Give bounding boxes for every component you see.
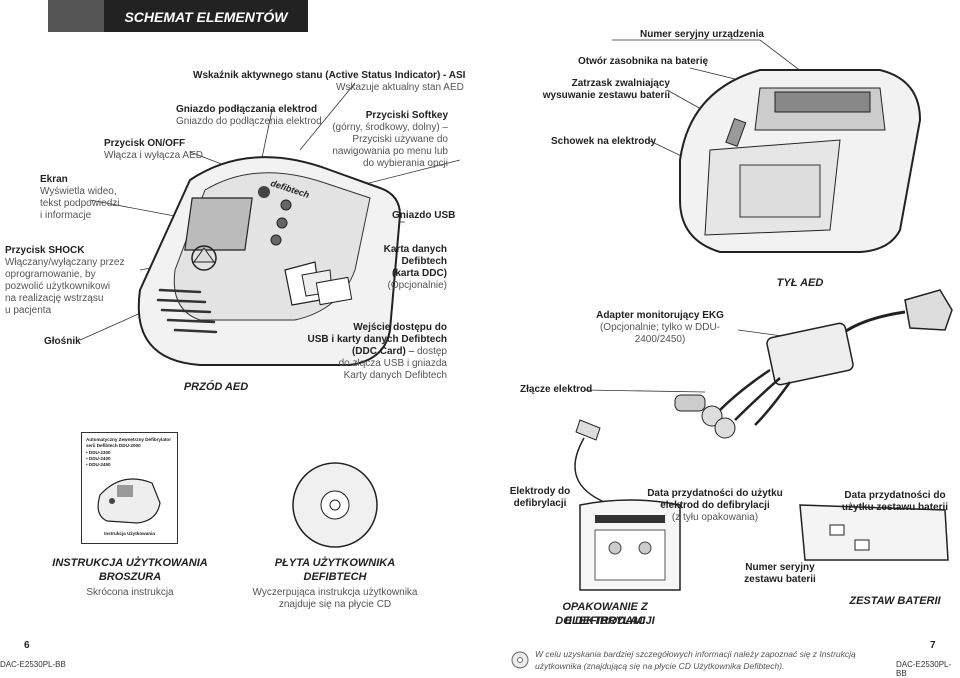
front-caption: PRZÓD AED xyxy=(183,381,249,393)
page-number-left: 6 xyxy=(24,640,30,651)
shock-title: Przycisk SHOCK xyxy=(5,245,85,256)
shock-desc-5: u pacjenta xyxy=(5,305,52,316)
cd-desc-1: Wyczerpująca instrukcja użytkownika xyxy=(252,587,418,598)
port-desc-2: do złącza USB i gniazda xyxy=(338,358,447,369)
ekg-desc: (Opcjonalnie; tylko w DDU-2400/2450) xyxy=(599,322,721,345)
page-number-right: 7 xyxy=(930,640,936,651)
front-aed-drawing xyxy=(137,156,402,366)
port-title-3: (DDC Card) xyxy=(351,346,406,357)
usb-label: Gniazdo USB xyxy=(392,210,456,221)
serial-number-label: Numer seryjny urządzenia xyxy=(640,29,764,40)
latch-label-2: wysuwanie zestawu baterii xyxy=(542,90,670,101)
electrode-socket-title: Gniazdo podłączania elektrod xyxy=(176,104,318,115)
battery-serial-1: Numer seryjny xyxy=(745,562,815,573)
port-title-1: Wejście dostępu do xyxy=(353,322,447,333)
cd-desc-2: znajduje się na płycie CD xyxy=(278,599,392,610)
cd-drawing xyxy=(292,462,378,548)
ekg-title: Adapter monitorujący EKG xyxy=(596,310,724,321)
battery-serial-2: zestawu baterii xyxy=(744,574,816,585)
connector-label: Złącze elektrod xyxy=(520,384,593,395)
manual-booklet: Automatyczny Zewnętrzny Defibrylator ser… xyxy=(81,432,178,544)
back-aed-drawing xyxy=(679,69,922,253)
screen-title: Ekran xyxy=(40,174,68,185)
shock-desc-2: oprogramowanie, by xyxy=(5,269,96,280)
asi-desc: Wskazuje aktualny stan AED xyxy=(336,82,464,93)
port-title-2: USB i karty danych Defibtech xyxy=(307,334,447,345)
shock-desc-1: Włączany/wyłączany przez xyxy=(5,257,125,268)
battery-expiry-2: użytku zestawu baterii xyxy=(841,502,949,513)
onoff-desc: Włącza i wyłącza AED. xyxy=(104,150,206,161)
pad-package-caption-1: OPAKOWANIE Z ELEKTRODAMI xyxy=(562,601,648,627)
pad-expiry-2: elektrod do defibrylacji xyxy=(660,500,770,511)
screen-desc-2: tekst podpowiedzi xyxy=(40,198,120,209)
back-caption: TYŁ AED xyxy=(776,277,824,289)
latch-label-1: Zatrzask zwalniający xyxy=(571,78,670,89)
onoff-title: Przycisk ON/OFF xyxy=(104,138,186,149)
screen-desc-3: i informacje xyxy=(40,210,92,221)
manual-device-illustration xyxy=(97,478,161,524)
shock-desc-3: pozwolić użytkownikowi xyxy=(5,281,111,292)
title-bar-accent xyxy=(48,0,104,32)
ekg-adapter-drawing xyxy=(674,289,953,439)
battery-expiry-1: Data przydatności do xyxy=(844,490,946,501)
footer-note-2: użytkownika (znajdującą się na płycie CD… xyxy=(535,661,785,671)
doc-code-left: DAC-E2530PL-BB xyxy=(0,660,66,669)
port-desc-1: dostęp xyxy=(416,346,447,357)
asi-title: Wskaźnik aktywnego stanu (Active Status … xyxy=(193,70,466,81)
softkey-desc-3: nawigowania po menu lub xyxy=(332,146,448,157)
electrodes-label-2: defibrylacji xyxy=(513,498,567,509)
pocket-label: Schowek na elektrody xyxy=(551,136,657,147)
manual-box-line-2: serii Defibtech DDU-2000 xyxy=(86,443,141,448)
pad-expiry-3: (z tyłu opakowania) xyxy=(671,512,759,523)
speaker-label: Głośnik xyxy=(44,336,81,347)
page-title: SCHEMAT ELEMENTÓW xyxy=(104,0,308,32)
ddc-optional: (Opcjonalnie) xyxy=(387,280,447,291)
cd-caption-2: DEFIBTECH xyxy=(303,571,367,583)
ddc-title-2: Defibtech xyxy=(401,256,447,267)
ddc-title-3: (karta DDC) xyxy=(391,268,447,279)
battery-slot-label: Otwór zasobnika na baterię xyxy=(578,56,709,67)
manual-caption-2: BROSZURA xyxy=(98,571,162,583)
manual-box-item: • DDU-2300 xyxy=(86,450,111,455)
port-desc-3: Karty danych Defibtech xyxy=(343,370,447,381)
doc-code-right: DAC-E2530PL-BB xyxy=(896,660,952,678)
manual-box-item: • DDU-2400 xyxy=(86,456,111,461)
manual-caption-1: INSTRUKCJA UŻYTKOWANIA xyxy=(52,557,208,569)
shock-desc-4: na realizację wstrząsu xyxy=(5,293,104,304)
softkey-title: Przyciski Softkey xyxy=(365,110,448,121)
manual-desc: Skrócona instrukcja xyxy=(86,587,174,598)
cd-caption-1: PŁYTA UŻYTKOWNIKA xyxy=(274,557,396,569)
pad-package-drawing xyxy=(579,499,681,591)
footer-note-1: W celu uzyskania bardziej szczegółowych … xyxy=(535,649,856,659)
manual-box-item: • DDU-2450 xyxy=(86,462,111,467)
manual-box-footer: Instrukcja Użytkowania xyxy=(104,531,155,536)
ddc-title-1: Karta danych xyxy=(383,244,447,255)
pad-expiry-1: Data przydatności do użytku xyxy=(647,488,783,499)
manual-box-line-1: Automatyczny Zewnętrzny Defibrylator xyxy=(86,437,172,442)
softkey-desc-1: (górny, środkowy, dolny) – xyxy=(332,122,448,133)
softkey-desc-4: do wybierania opcji xyxy=(362,158,448,169)
screen-desc-1: Wyświetla wideo, xyxy=(40,186,117,197)
electrodes-label-1: Elektrody do xyxy=(509,486,571,497)
battery-pack-drawing xyxy=(799,504,949,561)
pad-package-caption-2: DO DEFIBRYLACJI xyxy=(555,615,655,627)
softkey-desc-2: Przyciski używane do xyxy=(352,134,448,145)
electrode-socket-desc: Gniazdo do podłączenia elektrod xyxy=(176,116,322,127)
battery-caption: ZESTAW BATERII xyxy=(849,595,941,607)
